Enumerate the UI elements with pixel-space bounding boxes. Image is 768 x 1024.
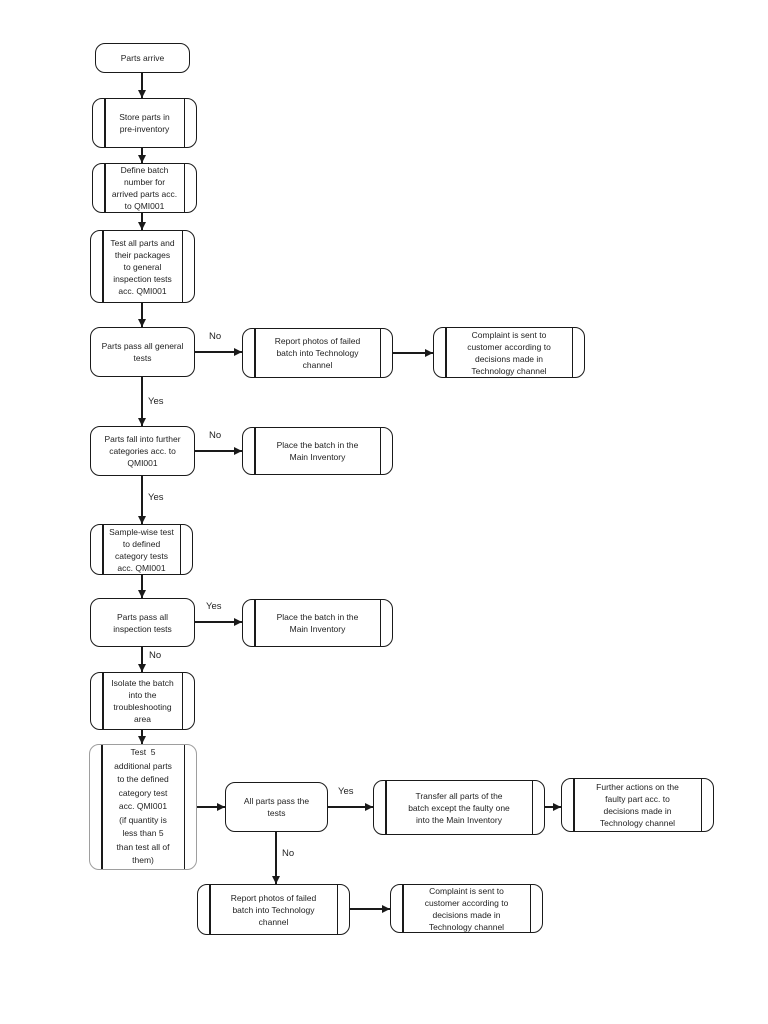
edge-label-no: No: [209, 430, 222, 441]
arrowhead-icon: [137, 319, 146, 327]
arrowhead-icon: [382, 904, 390, 913]
arrowhead-icon: [137, 664, 146, 672]
flow-edge-all-pass-to-report-photos-2: [275, 832, 277, 884]
flow-node-place-main-2: Place the batch in the Main Inventory: [242, 599, 393, 647]
flow-node-test-5-additional: Test 5 additional parts to the defined c…: [89, 744, 197, 870]
arrowhead-icon: [137, 516, 146, 524]
edge-label-yes: Yes: [148, 492, 164, 503]
flow-node-label-sample-test: Sample-wise test to defined category tes…: [109, 526, 174, 573]
edge-label-yes: Yes: [148, 396, 164, 407]
arrowhead-icon: [217, 802, 225, 811]
flow-node-further-actions: Further actions on the faulty part acc. …: [561, 778, 714, 832]
flow-node-store-parts: Store parts in pre-inventory: [92, 98, 197, 148]
edge-label-yes: Yes: [206, 601, 222, 612]
arrowhead-icon: [234, 617, 242, 626]
flow-edge-pass-inspection-to-isolate-batch: [141, 647, 143, 672]
flow-edge-pass-general-to-further-categories: [141, 377, 143, 426]
flow-node-define-batch: Define batch number for arrived parts ac…: [92, 163, 197, 213]
flow-node-label-test-5-additional: Test 5 additional parts to the defined c…: [114, 747, 172, 866]
flow-node-pass-general: Parts pass all general tests: [90, 327, 195, 377]
flow-node-label-general-tests: Test all parts and their packages to gen…: [110, 237, 175, 296]
flow-node-label-pass-general: Parts pass all general tests: [101, 341, 184, 363]
edge-label-yes: Yes: [338, 786, 354, 797]
flow-node-label-report-photos-2: Report photos of failed batch into Techn…: [230, 892, 317, 927]
flow-node-place-main-1: Place the batch in the Main Inventory: [242, 427, 393, 475]
flow-edge-pass-general-to-report-photos-1: [195, 351, 242, 353]
arrowhead-icon: [365, 802, 373, 811]
flow-node-label-further-categories: Parts fall into further categories acc. …: [104, 434, 181, 468]
flow-edge-report-photos-1-to-complaint-1: [393, 352, 433, 354]
flow-edge-test-5-additional-to-all-pass: [197, 806, 225, 808]
edge-label-no: No: [149, 650, 162, 661]
flow-edge-further-categories-to-sample-test: [141, 476, 143, 524]
arrowhead-icon: [234, 347, 242, 356]
edge-label-no: No: [282, 848, 295, 859]
flow-node-label-all-pass: All parts pass the tests: [243, 796, 310, 818]
edge-label-no: No: [209, 331, 222, 342]
flow-node-complaint-1: Complaint is sent to customer according …: [433, 327, 585, 378]
arrowhead-icon: [137, 90, 146, 98]
flow-node-label-parts-arrive: Parts arrive: [120, 53, 165, 63]
flow-node-parts-arrive: Parts arrive: [95, 43, 190, 73]
flow-node-label-place-main-1: Place the batch in the Main Inventory: [276, 440, 359, 462]
flow-edge-parts-arrive-to-store-parts: [141, 73, 143, 98]
flow-node-label-place-main-2: Place the batch in the Main Inventory: [276, 612, 359, 634]
arrowhead-icon: [271, 876, 280, 884]
flow-node-report-photos-2: Report photos of failed batch into Techn…: [197, 884, 350, 935]
arrowhead-icon: [137, 222, 146, 230]
arrowhead-icon: [425, 348, 433, 357]
flow-node-sample-test: Sample-wise test to defined category tes…: [90, 524, 193, 575]
flow-node-label-transfer-parts: Transfer all parts of the batch except t…: [408, 790, 510, 825]
flow-edge-further-categories-to-place-main-1: [195, 450, 242, 452]
flow-node-label-store-parts: Store parts in pre-inventory: [119, 112, 170, 134]
flow-edge-report-photos-2-to-complaint-2: [350, 908, 390, 910]
flow-node-label-report-photos-1: Report photos of failed batch into Techn…: [274, 336, 361, 370]
arrowhead-icon: [137, 590, 146, 598]
flow-node-isolate-batch: Isolate the batch into the troubleshooti…: [90, 672, 195, 730]
flow-edge-all-pass-to-transfer-parts: [328, 806, 373, 808]
arrowhead-icon: [137, 418, 146, 426]
flow-edge-general-tests-to-pass-general: [141, 303, 143, 327]
flow-node-label-pass-inspection: Parts pass all inspection tests: [113, 611, 172, 634]
flow-node-further-categories: Parts fall into further categories acc. …: [90, 426, 195, 476]
flow-node-label-isolate-batch: Isolate the batch into the troubleshooti…: [111, 678, 174, 724]
flow-node-pass-inspection: Parts pass all inspection tests: [90, 598, 195, 647]
flow-node-label-complaint-2: Complaint is sent to customer according …: [424, 885, 509, 932]
flow-node-general-tests: Test all parts and their packages to gen…: [90, 230, 195, 303]
flow-node-complaint-2: Complaint is sent to customer according …: [390, 884, 543, 933]
flow-node-report-photos-1: Report photos of failed batch into Techn…: [242, 328, 393, 378]
flow-edge-pass-inspection-to-place-main-2: [195, 621, 242, 623]
arrowhead-icon: [137, 736, 146, 744]
arrowhead-icon: [553, 802, 561, 811]
flow-node-label-further-actions: Further actions on the faulty part acc. …: [596, 782, 679, 828]
flow-node-all-pass: All parts pass the tests: [225, 782, 328, 832]
flow-node-label-complaint-1: Complaint is sent to customer according …: [467, 329, 551, 376]
flow-edge-define-batch-to-general-tests: [141, 213, 143, 230]
arrowhead-icon: [137, 155, 146, 163]
arrowhead-icon: [234, 446, 242, 455]
flow-node-label-define-batch: Define batch number for arrived parts ac…: [111, 165, 178, 211]
flow-node-transfer-parts: Transfer all parts of the batch except t…: [373, 780, 545, 835]
flow-edge-sample-test-to-pass-inspection: [141, 575, 143, 598]
